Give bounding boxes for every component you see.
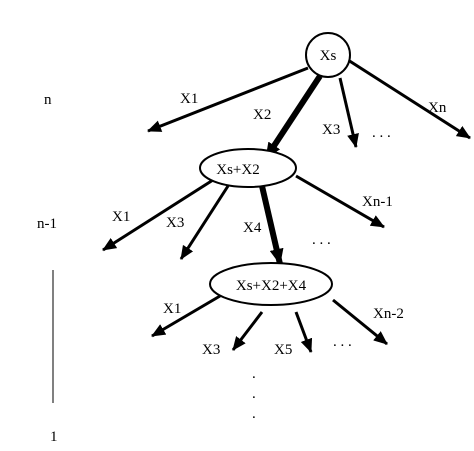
continuation-dot: .: [252, 366, 256, 382]
node-second: [199, 148, 297, 188]
edge-root-x2: [263, 74, 323, 160]
edge-label-root-xn: Xn: [428, 100, 447, 116]
node-second-label: Xs+X2: [216, 162, 259, 178]
continuation-dot: .: [252, 406, 256, 422]
level-label-1: 1: [50, 429, 58, 445]
edge-label-root-x3: X3: [322, 122, 340, 138]
edge-label-second-x3: X3: [166, 215, 184, 231]
edge-label-second-xn-1: Xn-1: [362, 194, 393, 210]
edge-label-second-x1: X1: [112, 209, 130, 225]
level-label-n: n: [44, 92, 52, 108]
edge-label-third-xn-2: Xn-2: [373, 306, 404, 322]
edge-label-third-x3: X3: [202, 342, 220, 358]
edge-label-third-x5: X5: [274, 342, 292, 358]
node-third: [209, 262, 333, 306]
edge-root-xn: [347, 58, 471, 140]
edge-root-x1: [147, 66, 309, 133]
edge-second-xn-1: [295, 174, 385, 229]
edge-third-x5: [294, 311, 313, 353]
edge-label-third-x1: X1: [163, 301, 181, 317]
edge-third-right: [332, 298, 388, 346]
edge-third-x3: [231, 311, 264, 351]
edge-third-x1: [151, 294, 221, 338]
edge-label-second-x4: X4: [243, 220, 262, 236]
edge-second-x4: [259, 185, 284, 265]
edge-second-x3: [179, 185, 230, 260]
ellipsis-second: . . .: [312, 232, 331, 248]
continuation-dot: .: [252, 386, 256, 402]
edge-label-root-x2: X2: [253, 107, 271, 123]
edge-root-x3: [338, 77, 359, 148]
edge-label-root-x1: X1: [180, 91, 198, 107]
node-root: [305, 32, 351, 78]
edge-second-x1: [102, 178, 214, 252]
ellipsis-third: . . .: [333, 334, 352, 350]
node-third-label: Xs+X2+X4: [236, 278, 307, 294]
node-root-label: Xs: [320, 48, 337, 64]
ellipsis-root: . . .: [372, 125, 391, 141]
level-label-n-1: n-1: [37, 216, 57, 232]
